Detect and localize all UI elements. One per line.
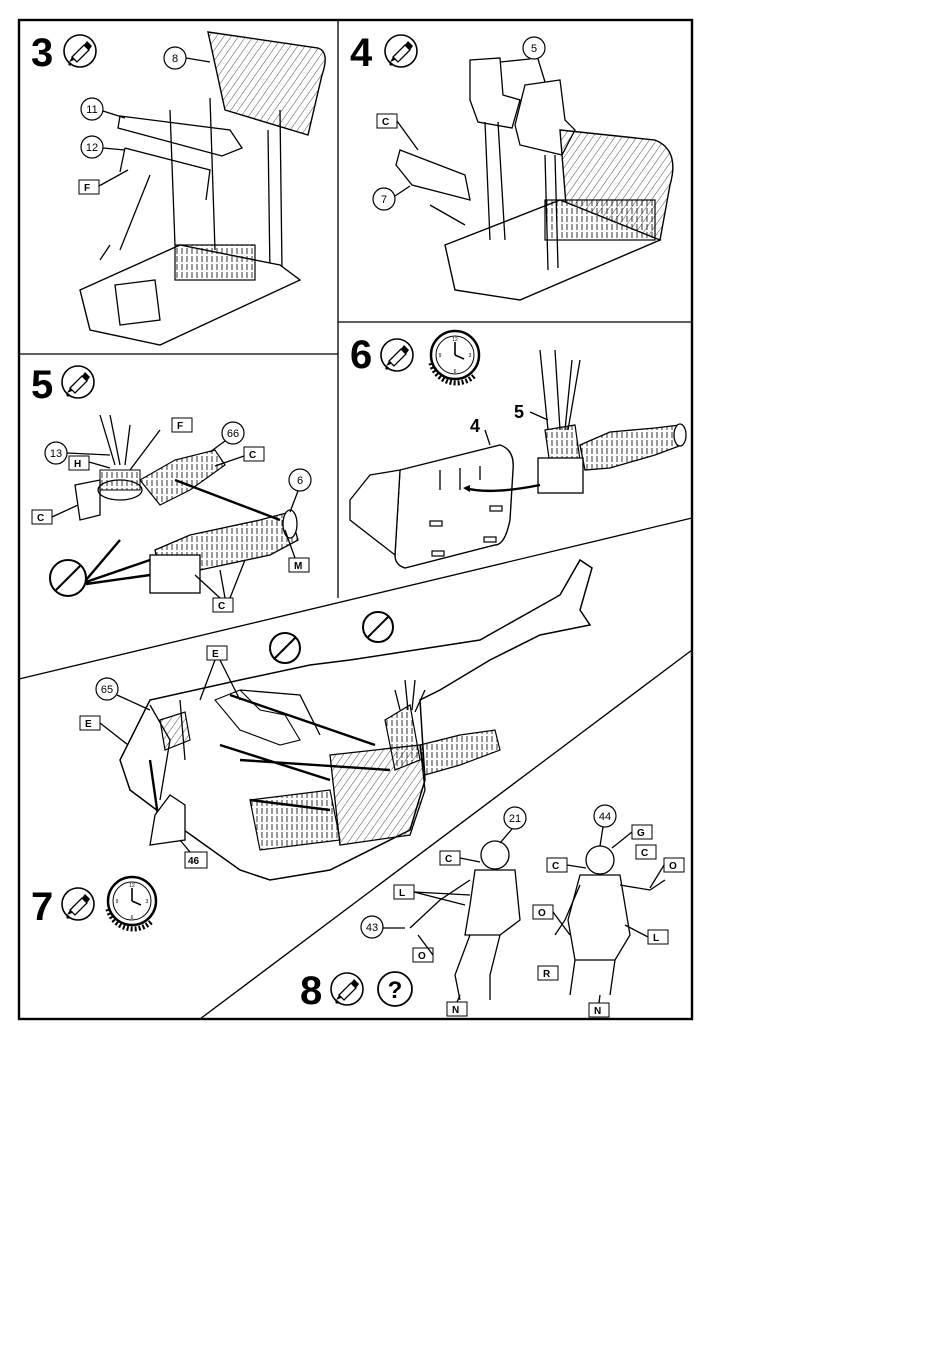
paint-code-label: N bbox=[594, 1006, 601, 1017]
callout-label: 12 bbox=[86, 142, 98, 154]
callout-label: 65 bbox=[101, 684, 113, 696]
step-4: 4 5 7 C bbox=[350, 31, 673, 300]
paint-code-label: L bbox=[653, 933, 659, 944]
part-panel-8 bbox=[208, 32, 325, 135]
clock-icon bbox=[108, 877, 156, 929]
step-6: 6 4 5 bbox=[350, 331, 686, 568]
step-number: 3 bbox=[31, 31, 53, 75]
paint-code-label: C bbox=[382, 117, 389, 128]
step-number: 5 bbox=[31, 363, 53, 407]
paint-code-label: C bbox=[37, 513, 44, 524]
paint-code-label: C bbox=[552, 861, 559, 872]
paint-code-label: O bbox=[538, 908, 546, 919]
part-box-label: 46 bbox=[188, 856, 200, 867]
paint-code-label: C bbox=[218, 601, 225, 612]
callout-label: 11 bbox=[86, 104, 97, 116]
paint-code-label: L bbox=[399, 888, 405, 899]
paint-code-label: C bbox=[249, 450, 256, 461]
paint-code-label: G bbox=[637, 828, 645, 839]
paint-code-label: N bbox=[452, 1005, 459, 1016]
paint-code-label: F bbox=[84, 183, 90, 194]
part-number: 4 bbox=[470, 416, 480, 436]
glue-icon bbox=[331, 973, 363, 1005]
part-console-7 bbox=[396, 150, 470, 200]
glue-icon bbox=[385, 35, 417, 67]
part-12 bbox=[120, 148, 210, 200]
callout-label: 13 bbox=[50, 448, 62, 460]
callout-label: 6 bbox=[297, 475, 303, 487]
callout-label: 8 bbox=[172, 53, 178, 65]
part-66 bbox=[140, 450, 225, 505]
paint-code-label: C bbox=[445, 854, 452, 865]
glue-icon bbox=[62, 366, 94, 398]
callout-label: 44 bbox=[599, 811, 611, 823]
part-number: 5 bbox=[514, 402, 524, 422]
paint-code-label: E bbox=[85, 719, 92, 730]
pilot-figure-44 bbox=[586, 846, 614, 874]
svg-text:?: ? bbox=[388, 977, 403, 1004]
step-number: 7 bbox=[31, 885, 53, 929]
step-5: 5 F H 13 66 C 6 C bbox=[31, 363, 311, 612]
callout-label: 66 bbox=[227, 428, 239, 440]
clock-icon bbox=[431, 331, 479, 383]
step-number: 8 bbox=[300, 969, 322, 1013]
paint-code-label: M bbox=[294, 561, 302, 572]
paint-code-label: E bbox=[212, 649, 219, 660]
step-3: 3 8 11 12 F bbox=[31, 31, 325, 345]
glue-icon bbox=[381, 339, 413, 371]
glue-icon bbox=[64, 35, 96, 67]
paint-code-label: O bbox=[669, 861, 677, 872]
paint-code-label: H bbox=[74, 459, 81, 470]
callout-label: 43 bbox=[366, 922, 378, 934]
callout-label: 21 bbox=[509, 813, 521, 825]
step-number: 4 bbox=[350, 31, 373, 75]
part-11 bbox=[118, 116, 242, 156]
callout-label: 7 bbox=[381, 194, 387, 206]
glue-icon bbox=[62, 888, 94, 920]
paint-code-label: O bbox=[418, 951, 426, 962]
pilot-figure-21 bbox=[481, 841, 509, 869]
paint-code-label: C bbox=[641, 848, 648, 859]
paint-code-label: R bbox=[543, 969, 551, 980]
step-number: 6 bbox=[350, 333, 372, 377]
paint-code-label: F bbox=[177, 421, 183, 432]
part-seat-5 bbox=[470, 58, 520, 128]
callout-label: 5 bbox=[531, 43, 537, 55]
